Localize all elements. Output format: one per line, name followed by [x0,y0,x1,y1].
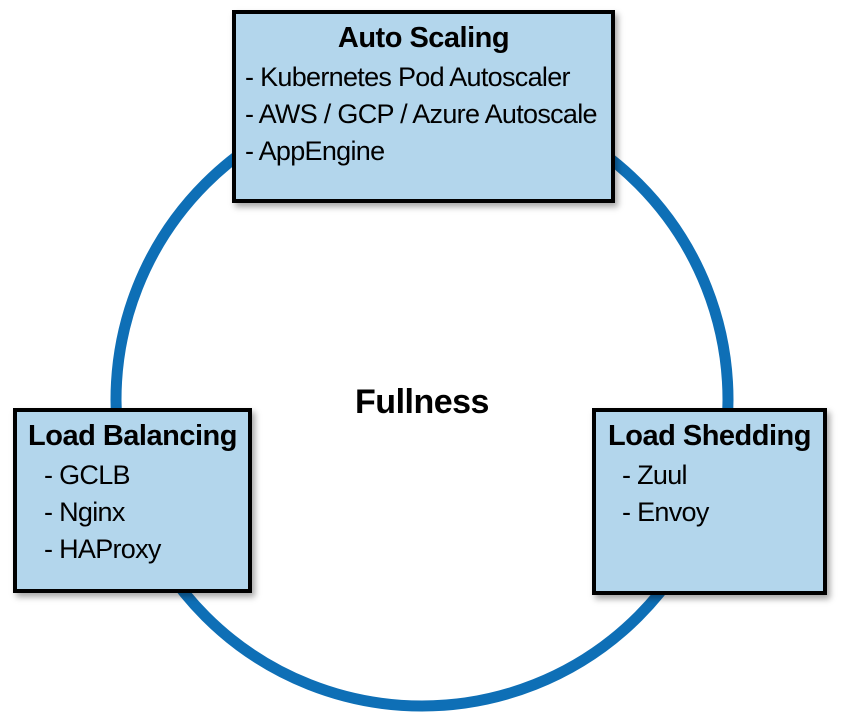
list-item: - Nginx [44,497,125,528]
list-item: - Kubernetes Pod Autoscaler [245,62,571,93]
node-load-balancing: Load Balancing - GCLB - Nginx - HAProxy [13,408,252,593]
list-item: - AppEngine [245,136,385,167]
list-item: - HAProxy [44,534,161,565]
node-load-balancing-title: Load Balancing [28,420,237,452]
node-load-balancing-items: - GCLB - Nginx - HAProxy [17,457,248,568]
node-load-shedding-items: - Zuul - Envoy [596,457,823,531]
list-item: - Envoy [622,497,709,528]
node-auto-scaling: Auto Scaling - Kubernetes Pod Autoscaler… [232,10,615,203]
list-item: - AWS / GCP / Azure Autoscale [245,99,598,130]
center-label: Fullness [355,383,489,421]
list-item: - Zuul [622,460,688,491]
node-auto-scaling-items: - Kubernetes Pod Autoscaler - AWS / GCP … [236,59,611,170]
node-load-shedding: Load Shedding - Zuul - Envoy [592,408,827,595]
list-item: - GCLB [44,460,131,491]
node-auto-scaling-title: Auto Scaling [337,22,510,54]
node-load-shedding-title: Load Shedding [608,420,811,452]
